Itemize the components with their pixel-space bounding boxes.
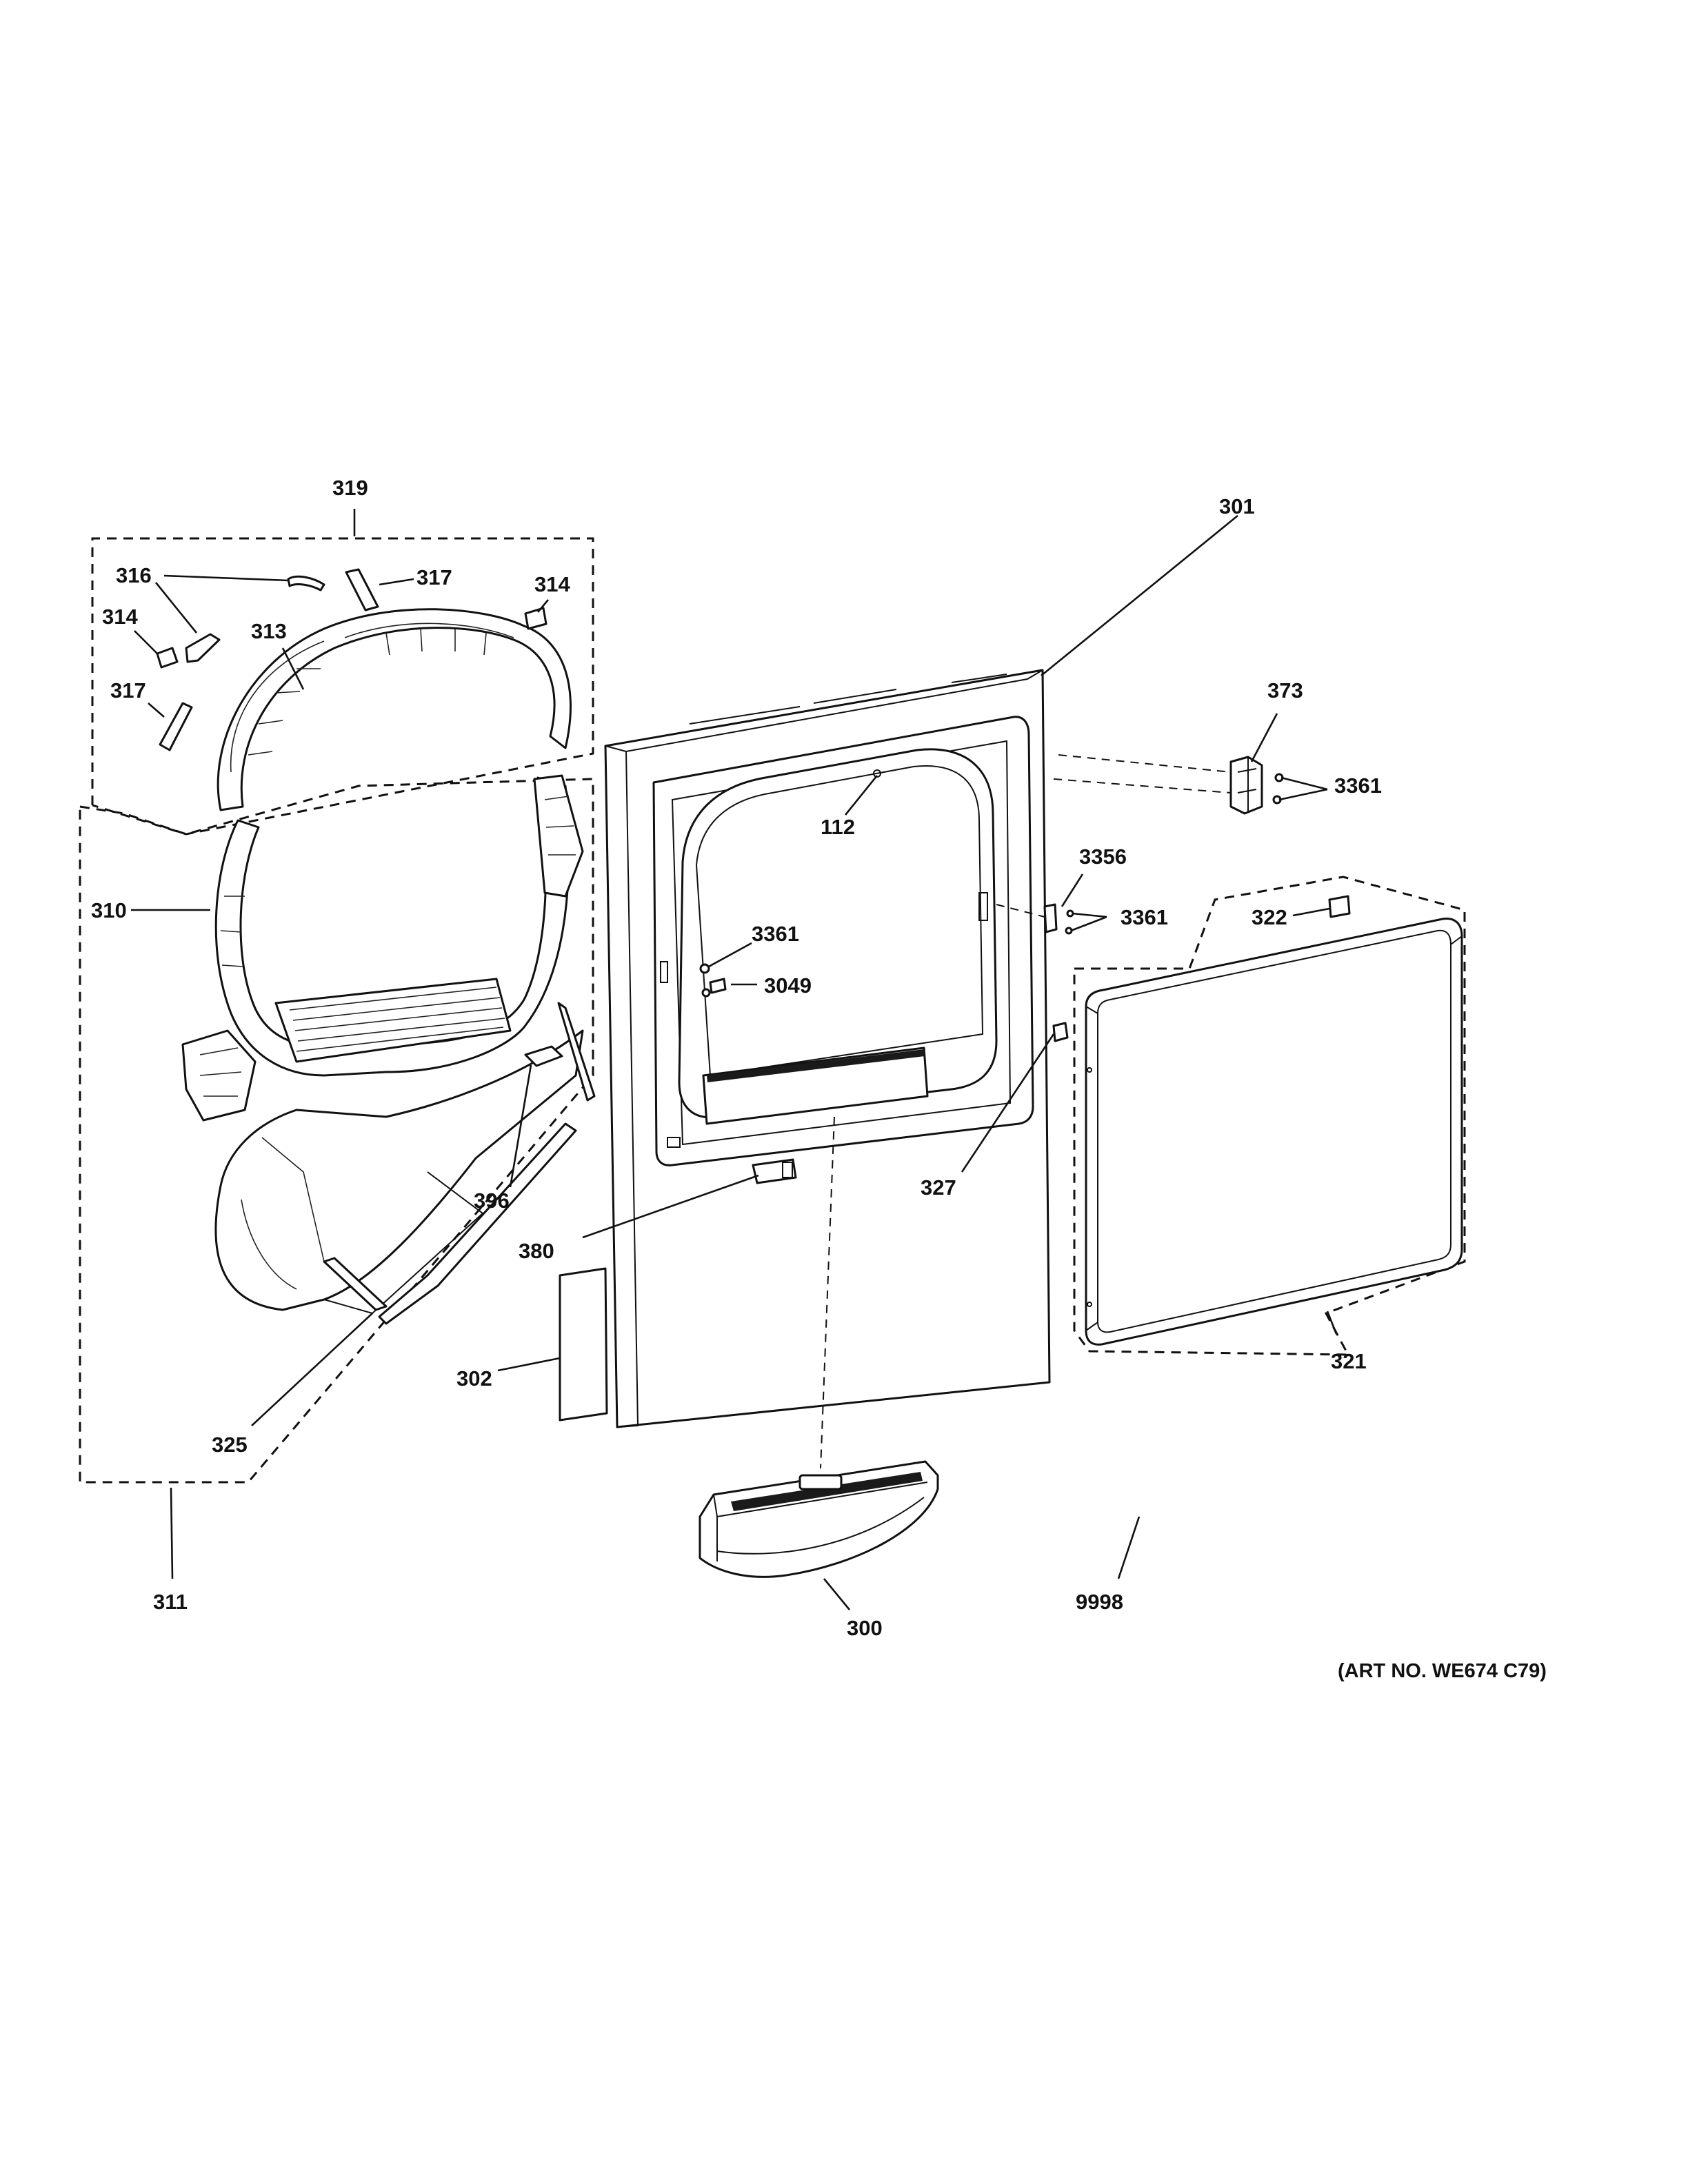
panel-insert-302 (559, 1267, 608, 1422)
callout-313: 313 (251, 619, 287, 643)
callout-314-left: 314 (102, 605, 138, 629)
strip-317-lower (159, 702, 193, 751)
callout-302: 302 (456, 1366, 492, 1391)
callout-316: 316 (116, 563, 152, 587)
callout-301: 301 (1219, 494, 1255, 518)
clip-316-left (185, 633, 221, 663)
callout-labels: 319 316 317 314 314 313 317 310 301 373 … (91, 476, 1547, 1682)
callout-3049: 3049 (764, 973, 812, 998)
hinge-pin-3356 (1043, 903, 1074, 935)
callout-314-right: 314 (534, 572, 570, 596)
callout-327: 327 (921, 1175, 956, 1200)
door-strike-327 (1052, 1022, 1069, 1042)
leader-lines (131, 509, 1338, 1610)
pad-314-left (156, 647, 179, 669)
door-badge-322 (1328, 895, 1351, 918)
callout-380: 380 (519, 1239, 554, 1263)
strip-317-upper (345, 568, 379, 611)
pad-314-right (524, 607, 547, 630)
callout-300: 300 (847, 1616, 883, 1640)
art-number: (ART NO. WE674 C79) (1338, 1660, 1547, 1682)
callout-396: 396 (474, 1189, 510, 1213)
callout-322: 322 (1252, 905, 1287, 929)
callout-3361-pin: 3361 (1121, 905, 1168, 929)
callout-317-upper: 317 (416, 565, 452, 589)
group-321-boundary (1073, 876, 1466, 1356)
callout-325: 325 (212, 1433, 248, 1457)
callout-317-lower: 317 (110, 678, 146, 702)
callout-3361-hinge: 3361 (1334, 774, 1382, 798)
duct-ring-319 (217, 608, 572, 811)
group-311-boundary (79, 778, 594, 1484)
callout-319: 319 (332, 476, 368, 500)
assembly-guide-lines (820, 754, 1232, 1469)
sensor-316 (287, 575, 325, 592)
callout-3361-panel: 3361 (752, 922, 799, 946)
door-assembly-321 (1085, 917, 1463, 1346)
bulkhead-assembly-310 (181, 774, 596, 1325)
screws-3361-3049 (699, 963, 727, 998)
front-panel-301 (604, 669, 1051, 1428)
lint-filter-300 (699, 1460, 939, 1578)
callout-3356: 3356 (1079, 845, 1127, 869)
callout-373: 373 (1267, 678, 1303, 702)
hinge-373 (1229, 756, 1284, 815)
group-319-boundary (91, 537, 594, 836)
callout-311: 311 (153, 1590, 188, 1614)
callout-112: 112 (821, 815, 855, 839)
callout-9998: 9998 (1076, 1590, 1123, 1614)
callout-310: 310 (91, 898, 127, 922)
callout-321: 321 (1331, 1349, 1367, 1373)
